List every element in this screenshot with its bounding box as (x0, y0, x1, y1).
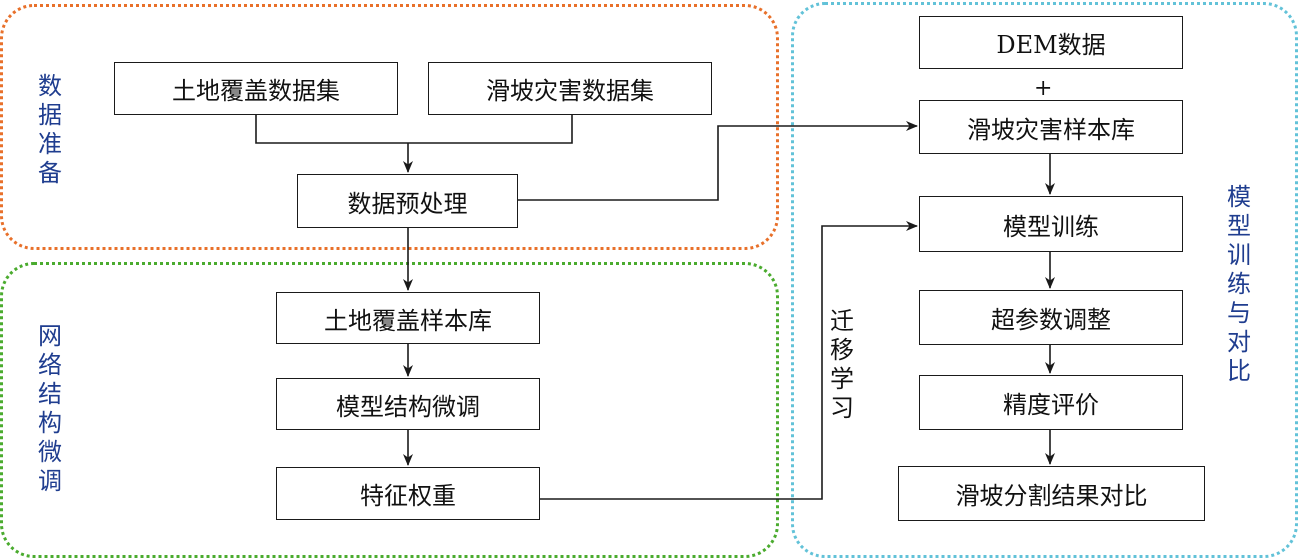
dem-data-box: DEM数据 (919, 16, 1183, 69)
plus-sign: + (1034, 76, 1053, 101)
model-region-label: 模型训练与对比 (1227, 183, 1251, 385)
merge-connector (255, 115, 573, 144)
fine-tune-label: 网络结构微调 (38, 322, 62, 495)
model-region (791, 2, 1298, 558)
structure-finetune-box: 模型结构微调 (276, 378, 540, 430)
land-cover-dataset-box: 土地覆盖数据集 (114, 62, 398, 115)
preprocess-box: 数据预处理 (297, 174, 518, 228)
land-cover-samples-box: 土地覆盖样本库 (276, 292, 540, 344)
comparison-box: 滑坡分割结果对比 (898, 466, 1205, 521)
transfer-learning-label: 迁移学习 (830, 307, 854, 422)
arrow-transfer-learning (539, 221, 918, 500)
arrow-preprocess-to-landslide-samples (518, 121, 918, 201)
landslide-samples-box: 滑坡灾害样本库 (919, 100, 1183, 154)
fine-tune-region (0, 262, 779, 558)
data-prep-region (0, 4, 779, 250)
training-box: 模型训练 (919, 196, 1183, 252)
data-prep-label: 数据准备 (38, 72, 62, 187)
landslide-dataset-box: 滑坡灾害数据集 (428, 62, 712, 115)
feature-weights-box: 特征权重 (276, 467, 540, 520)
accuracy-box: 精度评价 (919, 375, 1183, 430)
hyperparam-box: 超参数调整 (919, 290, 1183, 345)
